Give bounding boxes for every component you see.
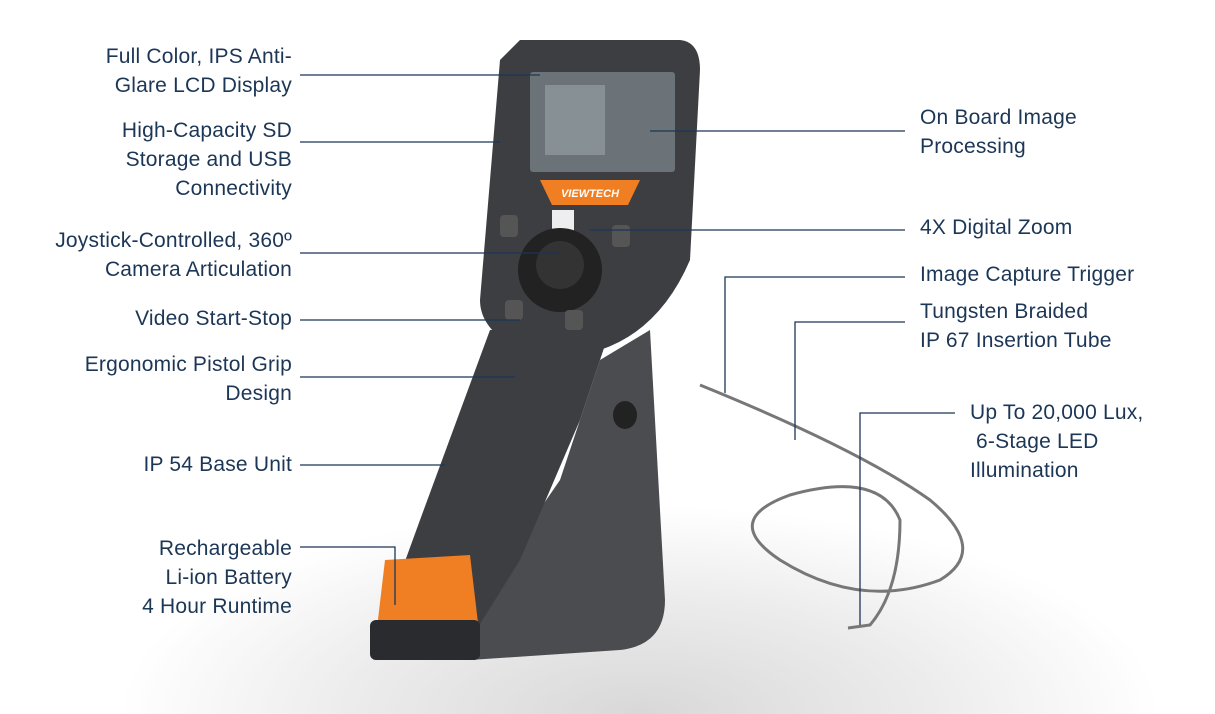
callout-ip54: IP 54 Base Unit <box>143 453 292 476</box>
insertion-tube <box>699 383 965 630</box>
callout-digital-zoom: 4X Digital Zoom <box>920 216 1073 239</box>
leader-lines <box>300 74 955 625</box>
stand-hole <box>613 401 637 429</box>
brand-logo: VIEWTECH <box>561 188 620 200</box>
callout-lcd-display: Full Color, IPS Anti-Glare LCD Display <box>105 45 292 97</box>
battery-cap <box>370 620 480 660</box>
logo-band <box>540 180 640 205</box>
callout-capture-trigger: Image Capture Trigger <box>920 263 1135 286</box>
callout-video-start-stop: Video Start-Stop <box>135 307 292 330</box>
